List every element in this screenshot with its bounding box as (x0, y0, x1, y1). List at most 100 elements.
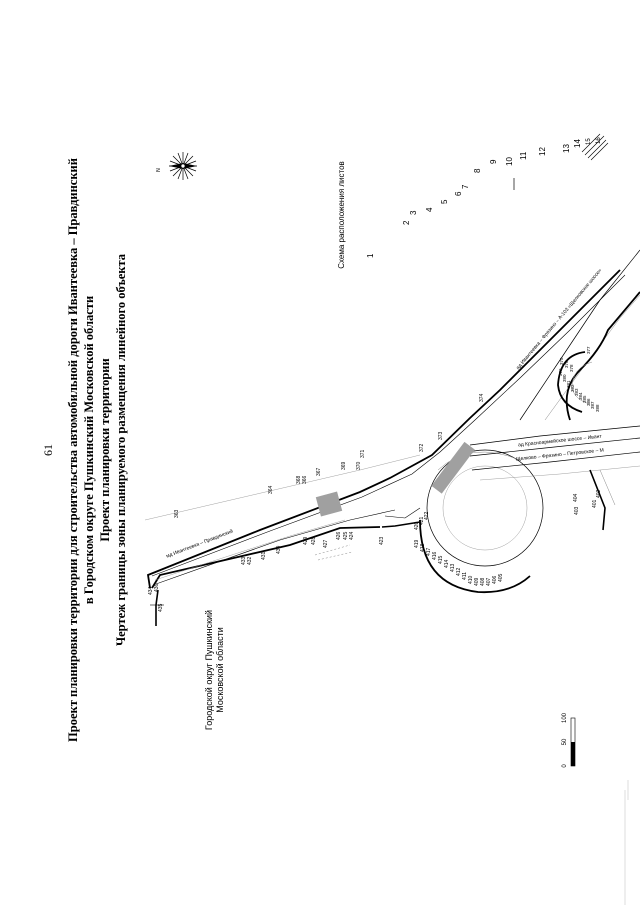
point-labels-top: 363 364 368 366 367 369 371 370 372 373 … (174, 393, 485, 518)
page-number: 61 (41, 444, 55, 456)
point-425: 425 (343, 531, 349, 540)
point-402: 402 (596, 489, 602, 498)
point-429: 429 (303, 536, 309, 545)
point-labels-misc: 434 435 436 (148, 583, 164, 612)
point-424: 424 (349, 531, 355, 540)
sheet-13: 13 (562, 144, 571, 153)
point-430: 430 (276, 545, 282, 554)
point-416: 416 (432, 551, 438, 560)
road-label-upper: ад Ивантеевка – Фрязино – А-103 «Щелковс… (515, 268, 603, 371)
point-376: 376 (564, 360, 569, 368)
point-415: 415 (438, 555, 444, 564)
point-419: 419 (414, 539, 420, 548)
point-372: 372 (419, 443, 425, 452)
point-382: 382 (570, 384, 575, 392)
point-432: 432 (247, 556, 253, 565)
point-labels-arc: 419 418 417 416 415 414 413 412 411 410 … (414, 489, 602, 586)
road-upper-right (519, 249, 640, 421)
road-label-ring-a: ад Красноармейское шоссе – Ивант (518, 433, 603, 449)
point-435: 435 (158, 603, 164, 612)
point-433: 433 (241, 556, 247, 565)
point-363: 363 (174, 509, 180, 518)
point-385: 385 (582, 395, 587, 403)
district-label-line-1: Городской округ Пушкинский (204, 610, 214, 730)
point-371: 371 (360, 449, 366, 458)
point-408: 408 (480, 577, 486, 586)
point-375: 375 (559, 357, 564, 365)
point-404: 404 (573, 493, 579, 502)
sheet-12: 12 (538, 147, 547, 156)
title-line-3: Проект планировки территории (98, 358, 112, 541)
sheet-3: 3 (409, 210, 418, 215)
point-373: 373 (438, 431, 444, 440)
edge-marks (624, 780, 629, 905)
sheet-scheme: Схема расположения листов 1 2 3 4 5 6 7 … (337, 133, 609, 269)
point-380: 380 (562, 374, 567, 382)
title-line-4: Чертеж границы зоны планируемого размеще… (114, 253, 128, 646)
title-line-2: в Городском округе Пушкинский Московской… (82, 296, 96, 604)
point-420: 420 (414, 521, 420, 530)
scale-label-50: 50 (562, 738, 568, 745)
dashed-guides (314, 544, 353, 561)
sheet-1: 1 (366, 253, 375, 258)
point-364: 364 (268, 485, 274, 494)
grey-block-long (431, 441, 475, 494)
point-427: 427 (323, 539, 329, 548)
point-426: 426 (336, 531, 342, 540)
point-367: 367 (316, 467, 322, 476)
road-stub-lower (381, 469, 616, 531)
point-370: 370 (356, 461, 362, 470)
scheme-caption: Схема расположения листов (337, 161, 346, 269)
point-436: 436 (154, 583, 160, 592)
sheet-8: 8 (473, 168, 482, 173)
point-428: 428 (311, 536, 317, 545)
title-block: Проект планировки территории для строите… (66, 158, 128, 742)
point-377: 377 (586, 346, 591, 354)
sheet-16: 16 (596, 137, 602, 144)
scale-label-0: 0 (562, 764, 568, 768)
point-384: 384 (578, 392, 583, 400)
point-379: 379 (558, 368, 563, 376)
road-crossing (469, 425, 640, 481)
point-368: 368 (296, 475, 302, 484)
sheet-11: 11 (519, 151, 528, 160)
point-labels-left: 433 432 431 430 429 428 427 426 425 424 … (241, 511, 430, 565)
point-405: 405 (498, 573, 504, 582)
scale-bar: 0 50 100 (562, 712, 576, 768)
point-410: 410 (468, 575, 474, 584)
scale-label-100: 100 (562, 712, 568, 723)
sheet-7: 7 (461, 184, 470, 189)
point-374: 374 (479, 393, 485, 402)
point-388: 388 (595, 404, 600, 412)
sheet-hatch (581, 133, 609, 161)
north-label: N (156, 168, 162, 172)
sheet-4: 4 (425, 207, 434, 212)
roundabout (419, 449, 544, 594)
point-403: 403 (574, 506, 580, 515)
district-label-line-2: Московской области (215, 627, 225, 713)
point-414: 414 (444, 559, 450, 568)
point-387: 387 (590, 401, 595, 409)
point-422: 422 (424, 511, 430, 520)
sheet-14: 14 (573, 139, 582, 148)
point-409: 409 (474, 577, 480, 586)
right-arc (557, 351, 593, 413)
point-406: 406 (492, 575, 498, 584)
point-383: 383 (574, 388, 579, 396)
point-412: 412 (456, 567, 462, 576)
sheet-9: 9 (489, 159, 498, 164)
point-418: 418 (420, 543, 426, 552)
sheet-15: 15 (586, 138, 592, 145)
road-stub-left (150, 589, 164, 626)
point-386: 386 (586, 398, 591, 406)
point-431: 431 (261, 551, 267, 560)
road-main (144, 269, 626, 589)
point-417: 417 (426, 547, 432, 556)
sheet-5: 5 (440, 199, 449, 204)
title-line-1: Проект планировки территории для строите… (66, 158, 80, 742)
north-arrow-icon (169, 152, 197, 180)
point-407: 407 (486, 577, 492, 586)
sheet-6: 6 (454, 191, 463, 196)
sheet-10: 10 (505, 157, 514, 166)
